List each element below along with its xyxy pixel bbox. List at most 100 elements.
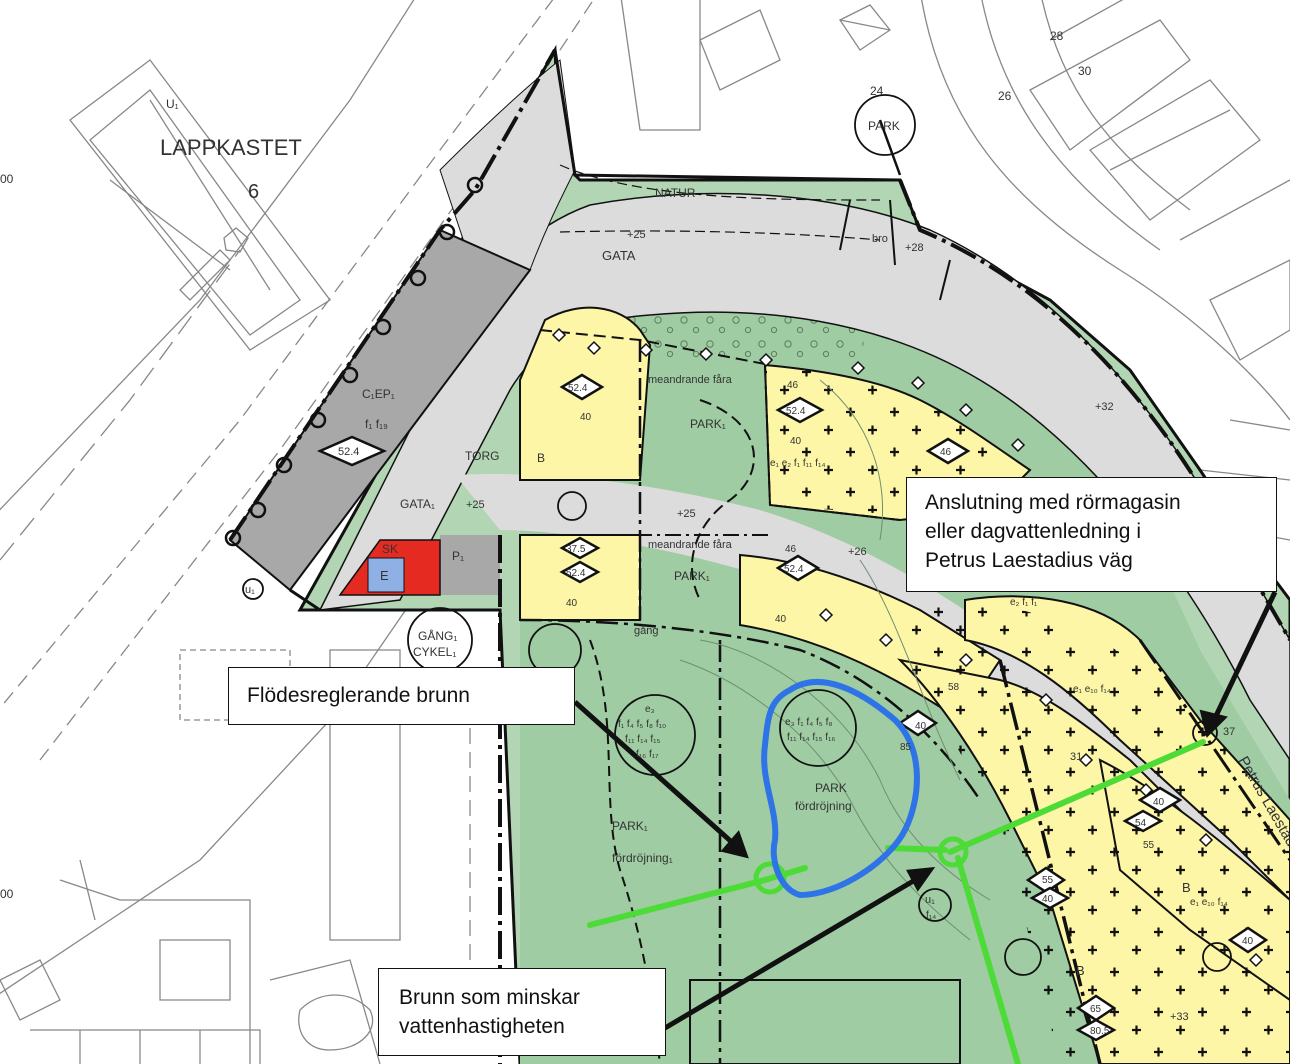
gang-label: GÅNG₁ xyxy=(418,628,457,643)
edge-00-bottom: 00 xyxy=(0,887,14,901)
park-upper: PARK₁ xyxy=(690,417,726,431)
annotation-top-right-line-3: Petrus Laestadius väg xyxy=(925,549,1133,572)
contour-lines xyxy=(679,379,991,941)
height-20: 40 xyxy=(1042,894,1054,905)
res-codes-1: e₁ e₂ f₁ f₁₁ f₁₄ xyxy=(770,458,825,469)
p-label: P₁ xyxy=(452,549,464,563)
u-lower-label: u₁ xyxy=(925,894,935,906)
height-16: 40 xyxy=(1153,797,1165,808)
contour-28: 28 xyxy=(1050,29,1064,43)
res-codes-4: e₁ e₁₀ f₁₄ xyxy=(1190,897,1228,908)
annotation-bottom-line-1: Brunn som minskar xyxy=(399,986,580,1009)
gang-small-label: gång xyxy=(634,625,658,637)
height-6: 46 xyxy=(787,380,799,391)
res-b-label: B xyxy=(537,451,545,465)
residential-plus-pattern xyxy=(905,598,1290,1064)
height-3: 37.5 xyxy=(566,544,586,555)
pond-codes-2: f₁₁ f₁₄ f₁₅ f₁₆ xyxy=(787,732,835,743)
pond-codes-1: e₃ f₁ f₄ f₅ f₈ xyxy=(785,717,833,728)
height-5: 40 xyxy=(566,598,578,609)
height-37: 37 xyxy=(1223,726,1235,738)
res-b2-label: B xyxy=(1182,880,1191,895)
boundary-circles xyxy=(224,176,484,547)
fordrojning-left: fördröjning₁ xyxy=(612,851,673,865)
sk-label: SK xyxy=(382,542,398,556)
industrial-f: f₁ f₁₉ xyxy=(365,417,388,431)
block-number: 6 xyxy=(248,181,259,203)
circle-codes-2: f₁ f₄ f₅ f₈ f₁₀ xyxy=(618,719,666,730)
torg-label: TORG xyxy=(465,449,499,463)
detention-pond xyxy=(761,679,920,899)
label-u-top: U₁ xyxy=(166,97,179,111)
cykel-label: CYKEL₁ xyxy=(413,645,456,659)
circle-codes-1: e₃ xyxy=(645,704,655,715)
height-18: 55 xyxy=(1143,840,1155,851)
block-name: LAPPKASTET xyxy=(160,135,302,160)
annotation-mid-left-line-1: Flödesreglerande brunn xyxy=(247,684,470,707)
height-14: 85 xyxy=(900,742,912,753)
res-b3-label: B xyxy=(1076,963,1085,978)
height-19: 55 xyxy=(1042,875,1054,886)
height-1: 52.4 xyxy=(568,383,588,394)
height-32: +32 xyxy=(1095,401,1114,413)
fordrojning-center: fördröjning xyxy=(795,799,852,813)
meandrande-2: meandrande fåra xyxy=(648,539,733,551)
height-12: 46 xyxy=(940,447,952,458)
lower-square xyxy=(689,979,961,1064)
res-codes-3: e₁ e₁₀ f₁₄ xyxy=(1073,684,1111,695)
bro-label: bro xyxy=(872,233,888,245)
street-inner xyxy=(455,474,1290,940)
height-4: 52.4 xyxy=(566,568,586,579)
circle-codes-4: f₁₆ f₁₇ xyxy=(636,749,659,760)
res-codes-2: e₂ f₁ f₁ xyxy=(1010,597,1038,608)
height-2: 40 xyxy=(580,412,592,423)
boundary-markers xyxy=(551,327,1264,968)
street-top-gata xyxy=(439,59,576,271)
contour-24: 24 xyxy=(870,84,884,98)
height-33: +33 xyxy=(1170,1011,1189,1023)
industrial-code: C₁EP₁ xyxy=(362,387,395,401)
annotation-top-right: Anslutning med rörmagasin eller dagvatte… xyxy=(906,477,1277,592)
annotation-bottom-line-2: vattenhastigheten xyxy=(399,1015,565,1038)
e-label: E xyxy=(380,568,389,583)
annotation-top-right-line-1: Anslutning med rörmagasin xyxy=(925,491,1181,514)
gata-top-label: GATA xyxy=(602,248,636,263)
height-numbers: 52.4 40 37.5 52.4 40 46 52.4 40 46 52.4 … xyxy=(566,380,1254,1037)
p-zone xyxy=(440,535,500,595)
height-13: 40 xyxy=(915,721,927,732)
industrial-height: 52.4 xyxy=(338,446,359,458)
height-7: 52.4 xyxy=(786,406,806,417)
park-lower: PARK₁ xyxy=(674,569,710,583)
velocity-reducing-well xyxy=(937,836,969,868)
gata-height: +25 xyxy=(466,499,485,511)
gata-mid-label: GATA₁ xyxy=(400,497,435,511)
park-circle-label: PARK xyxy=(868,119,900,133)
stormwater-pipes xyxy=(587,739,1206,1064)
height-22: 80.5 xyxy=(1090,1026,1110,1037)
natur-label: NATUR xyxy=(655,186,696,200)
height-10: 52.4 xyxy=(784,564,804,575)
park-center-label: PARK xyxy=(815,781,847,795)
park-left-label: PARK₁ xyxy=(612,819,648,833)
contour-30: 30 xyxy=(1078,64,1092,78)
height-15: 58 xyxy=(948,682,960,693)
height-23: 40 xyxy=(1242,936,1254,947)
flow-regulating-well xyxy=(753,861,787,895)
annotation-velocity-reducing-well: Brunn som minskar vattenhastigheten xyxy=(378,968,666,1056)
height-17: 54 xyxy=(1135,818,1147,829)
height-21: 65 xyxy=(1090,1004,1102,1015)
annotation-top-right-line-2: eller dagvattenledning i xyxy=(925,520,1141,543)
height-8: 40 xyxy=(790,436,802,447)
annotation-flow-regulating-well: Flödesreglerande brunn xyxy=(228,667,575,725)
height-25-mid: +25 xyxy=(677,508,696,520)
height-diamonds xyxy=(316,373,1269,1042)
height-31: 31 xyxy=(1070,751,1082,763)
f14-lower-label: f₁₄ xyxy=(926,910,936,921)
annotation-arrows xyxy=(573,590,1278,1031)
circle-codes-3: f₁₁ f₁₄ f₁₅ xyxy=(625,734,661,745)
height-26: +26 xyxy=(848,546,867,558)
height-25-top: +25 xyxy=(627,229,646,241)
industrial-zone xyxy=(228,228,532,592)
height-11: 40 xyxy=(775,614,787,625)
